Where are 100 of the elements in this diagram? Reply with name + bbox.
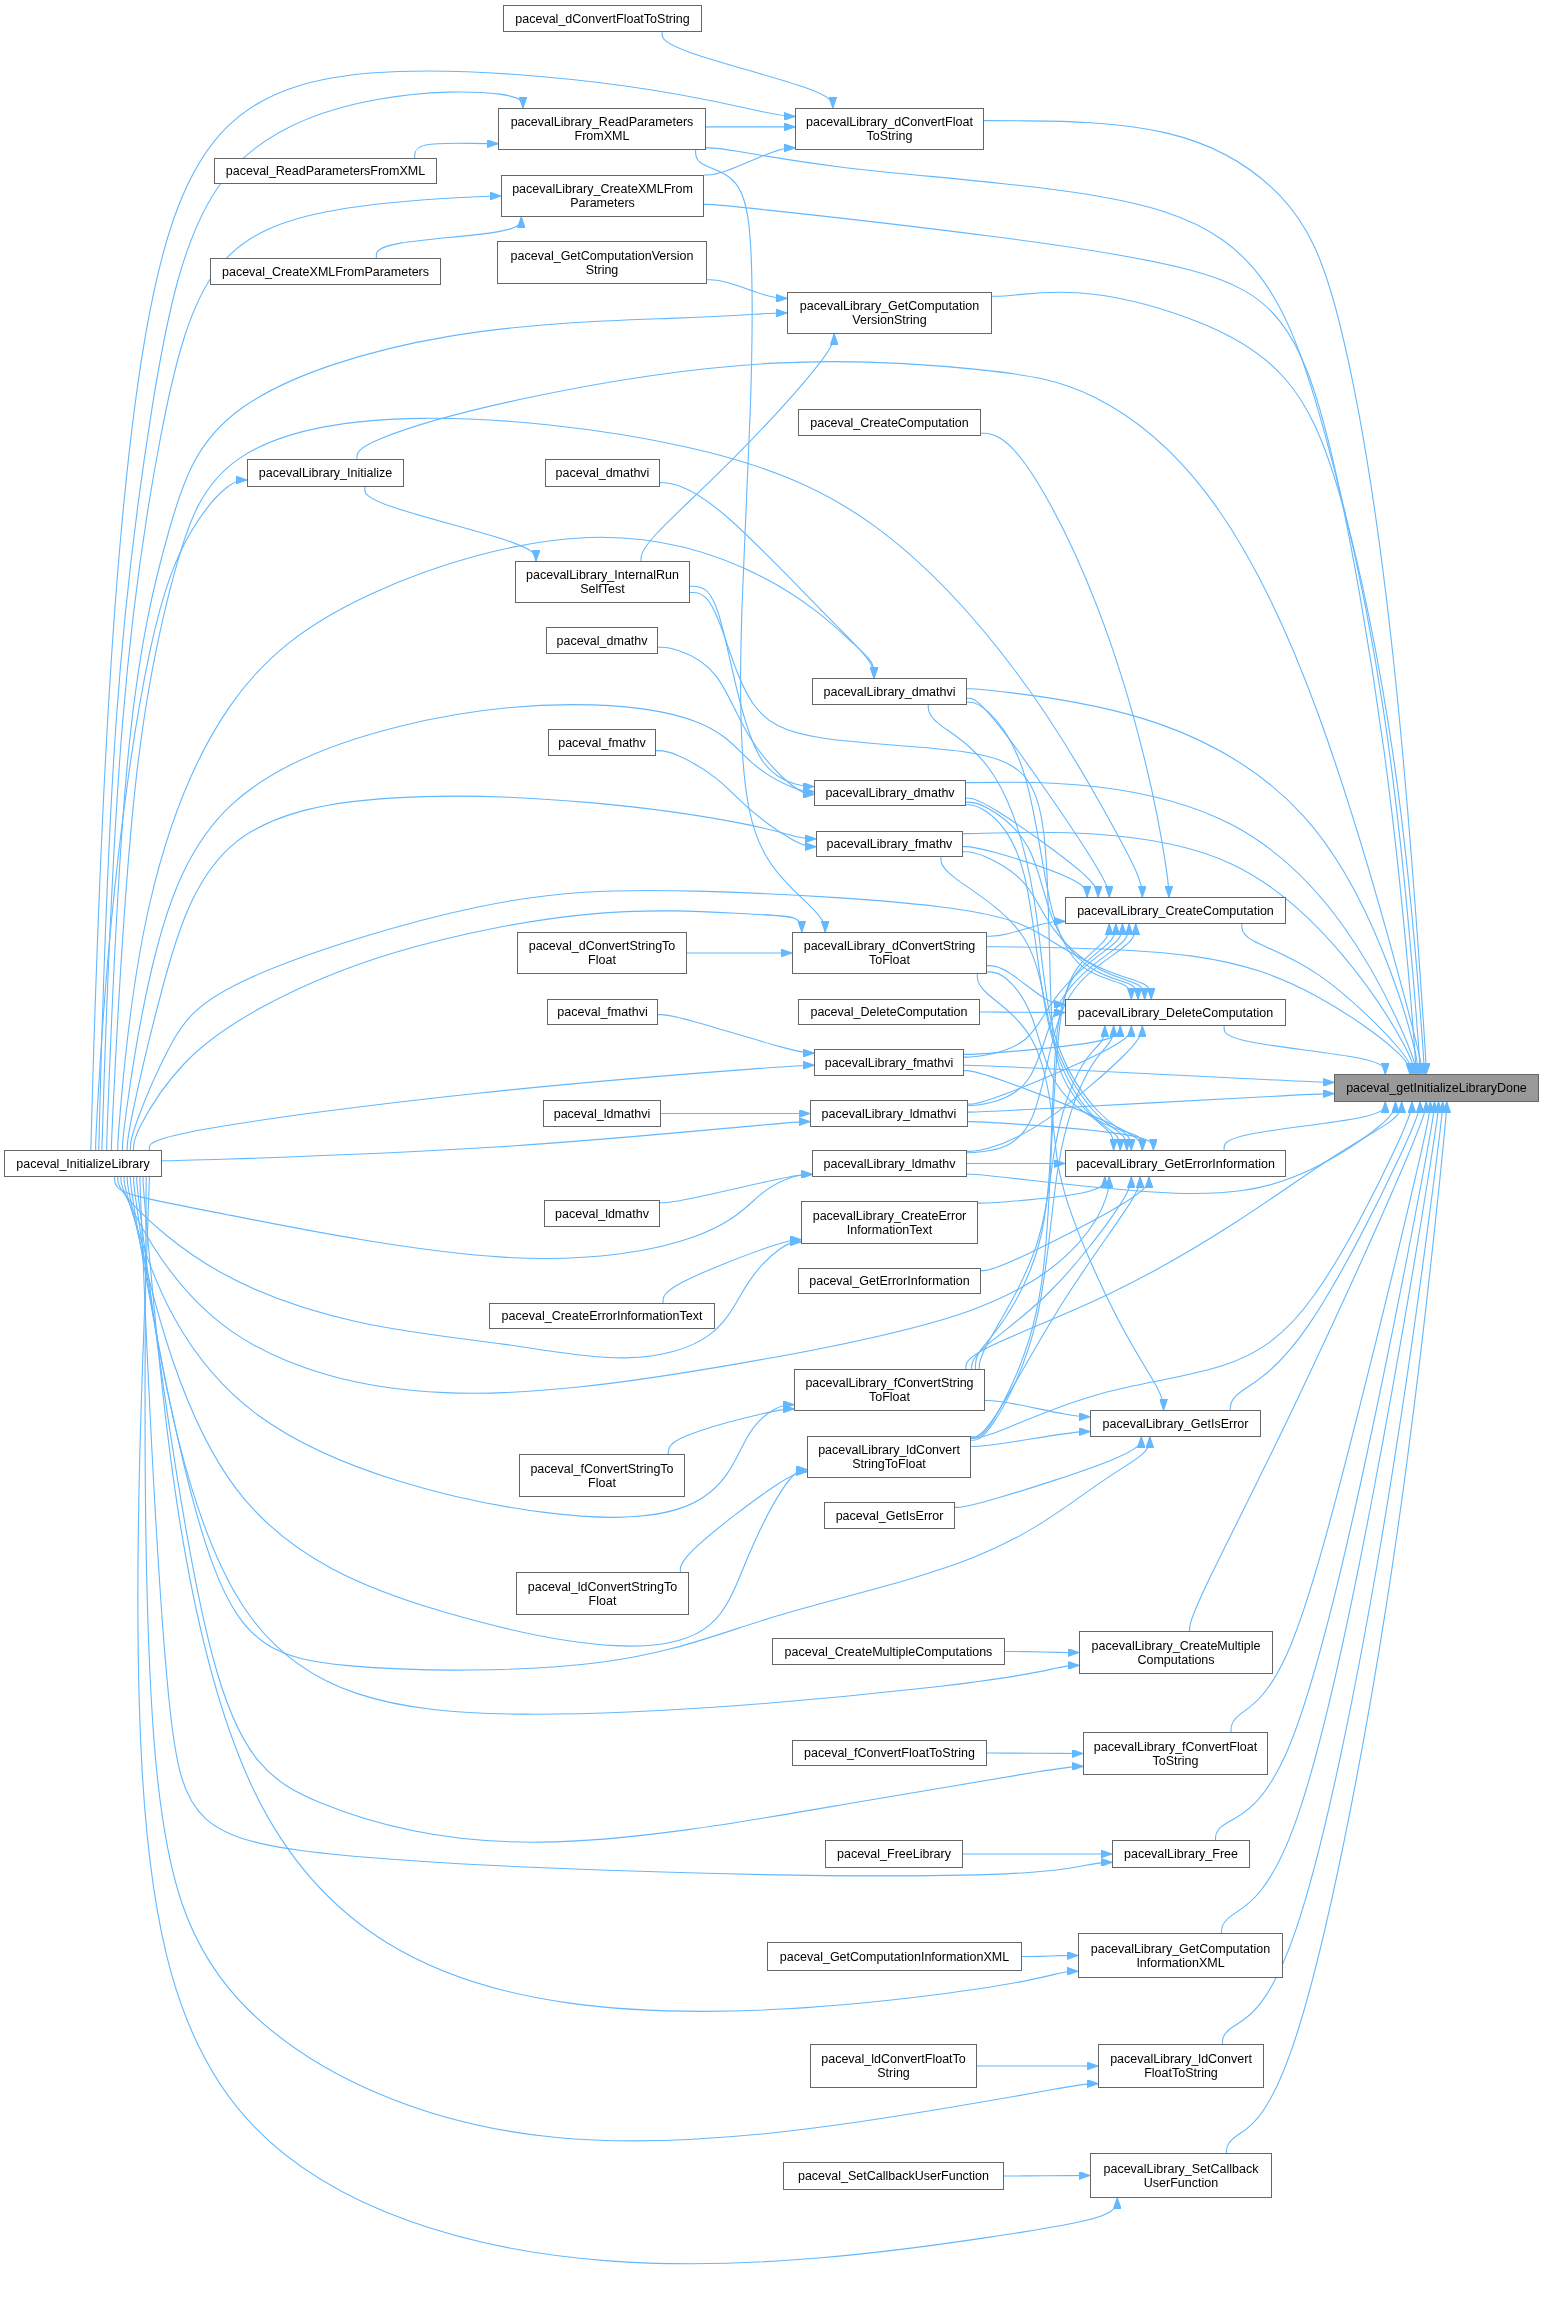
arrow (986, 965, 1066, 1009)
function-node: pacevalLibrary_CreateError InformationText (801, 1201, 978, 1244)
arrow (940, 856, 1132, 1151)
function-node: paceval_CreateXMLFromParameters (210, 258, 441, 285)
arrow (963, 923, 1127, 1058)
arrow (977, 1176, 1110, 1204)
arrow (963, 1064, 1335, 1087)
arrow (657, 1014, 815, 1058)
function-node: paceval_GetComputationInformationXML (767, 1942, 1022, 1971)
function-node: pacevalLibrary_ldConvert StringToFloat (807, 1436, 971, 1478)
function-node: paceval_dmathvi (545, 459, 660, 487)
arrow (970, 1176, 1145, 1438)
function-node: paceval_dmathv (546, 627, 658, 654)
function-node: paceval_ldConvertFloatTo String (810, 2044, 977, 2088)
arrow (1004, 1648, 1080, 1657)
function-node: pacevalLibrary_Free (1112, 1840, 1250, 1868)
arrow (121, 704, 815, 1151)
arrow (689, 591, 1118, 1151)
function-node: pacevalLibrary_ldmathv (812, 1150, 967, 1177)
selected-function-node: paceval_getInitializeLibraryDone (1334, 1074, 1539, 1102)
arrow (1223, 1101, 1390, 1151)
function-node: pacevalLibrary_GetIsError (1090, 1410, 1261, 1437)
function-node: paceval_FreeLibrary (825, 1840, 963, 1868)
arrow (962, 1849, 1113, 1859)
function-node: pacevalLibrary_InternalRun SelfTest (515, 561, 690, 603)
arrow (117, 1176, 802, 1359)
arrow (667, 1404, 795, 1455)
function-node: paceval_fConvertStringTo Float (519, 1454, 685, 1497)
arrow (965, 804, 1125, 1151)
function-node: pacevalLibrary_fConvertString ToFloat (794, 1369, 985, 1411)
arrow (967, 1089, 1335, 1113)
arrow (966, 923, 1141, 1154)
arrow (970, 1427, 1091, 1448)
arrow (1223, 1025, 1390, 1075)
arrow (963, 1070, 1147, 1151)
arrow (965, 1101, 1407, 1370)
arrow (95, 475, 248, 1151)
arrow (1003, 2171, 1091, 2180)
function-node: pacevalLibrary_fmathvi (814, 1049, 964, 1076)
arrow (123, 1176, 795, 1518)
arrow (117, 536, 879, 1151)
function-node: pacevalLibrary_GetErrorInformation (1065, 1150, 1286, 1177)
function-node: pacevalLibrary_GetComputation InformationXML (1078, 1933, 1283, 1978)
arrow (966, 1025, 1147, 1152)
function-node: pacevalLibrary_Initialize (247, 459, 404, 487)
arrow (640, 333, 839, 562)
function-node: paceval_SetCallbackUserFunction (783, 2162, 1004, 2190)
arrow (970, 1101, 1417, 1439)
arrow (655, 750, 817, 851)
function-node: pacevalLibrary_ldConvert FloatToString (1098, 2044, 1264, 2088)
arrow (963, 1025, 1125, 1055)
arrow (703, 143, 796, 176)
function-node: pacevalLibrary_ldmathvi (810, 1100, 968, 1127)
function-node: pacevalLibrary_dmathvi (812, 678, 967, 705)
arrow (976, 973, 1168, 1411)
arrow (978, 1025, 1110, 1370)
arrow (661, 31, 838, 109)
arrow (133, 910, 807, 1151)
function-node: pacevalLibrary_CreateXMLFrom Parameters (501, 175, 704, 217)
arrow (986, 1749, 1084, 1758)
arrow (660, 1109, 811, 1118)
arrow (967, 1121, 1158, 1151)
arrow (965, 797, 1103, 898)
function-node: paceval_GetErrorInformation (798, 1268, 981, 1294)
arrow (161, 1117, 811, 1162)
arrow (966, 1159, 1066, 1168)
arrow (106, 308, 788, 1151)
arrow (971, 1176, 1136, 1370)
arrow (706, 279, 788, 303)
arrow (90, 70, 796, 1151)
arrow (979, 1008, 1066, 1017)
function-node: paceval_fConvertFloatToString (792, 1740, 987, 1766)
function-node: paceval_ldmathvi (543, 1100, 661, 1127)
function-node: paceval_CreateMultipleComputations (772, 1638, 1005, 1665)
arrow (126, 1176, 808, 1647)
function-node: paceval_CreateComputation (798, 409, 981, 436)
arrow (984, 1399, 1091, 1422)
arrow (364, 486, 541, 562)
arrow (110, 417, 1147, 1151)
function-node: pacevalLibrary_dConvertString ToFloat (792, 932, 987, 974)
arrow (983, 120, 1431, 1075)
arrow (980, 1176, 1154, 1272)
arrow (662, 1235, 802, 1304)
function-node: paceval_CreateErrorInformationText (489, 1303, 715, 1329)
arrow (705, 122, 796, 132)
arrow (1189, 1101, 1431, 1632)
function-node: paceval_ldmathv (544, 1200, 660, 1227)
function-node: pacevalLibrary_CreateComputation (1065, 897, 1286, 924)
function-node: pacevalLibrary_fmathv (816, 831, 963, 857)
arrow (148, 1060, 815, 1151)
function-node: paceval_InitializeLibrary (4, 1150, 162, 1177)
arrow (114, 1169, 813, 1260)
function-node: paceval_dConvertStringTo Float (517, 932, 687, 974)
function-node: pacevalLibrary_SetCallback UserFunction (1090, 2153, 1272, 2198)
arrow (657, 646, 815, 799)
function-node: paceval_dConvertFloatToString (503, 5, 702, 32)
arrow (974, 923, 1121, 1370)
arrow (414, 139, 499, 159)
arrow (967, 923, 1134, 1106)
arrow (1229, 1101, 1425, 1411)
